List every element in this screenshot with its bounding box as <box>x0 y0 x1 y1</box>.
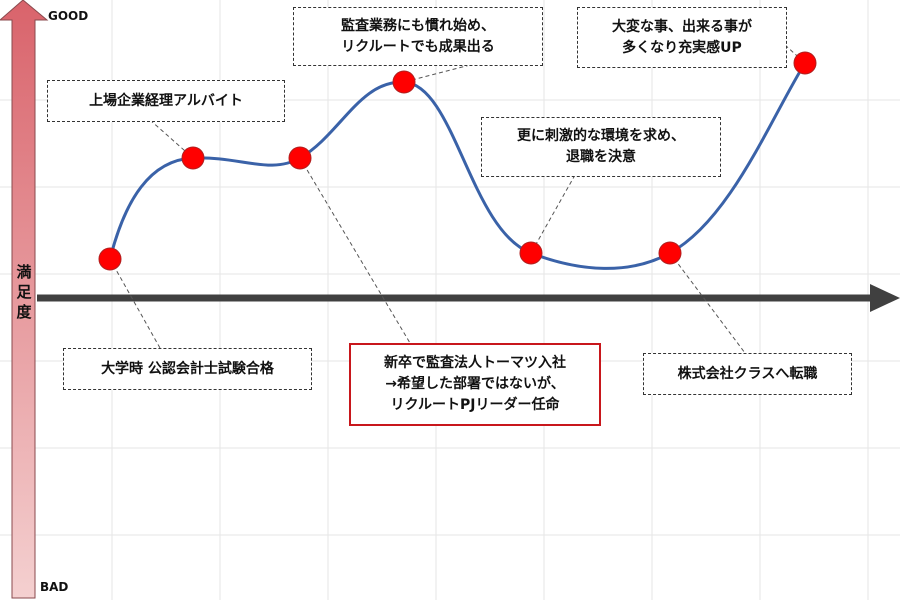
event-text: 多くなり充実感UP <box>622 39 742 56</box>
event-box-resign: 更に刺激的な環境を求め、退職を決意 <box>481 117 721 177</box>
satisfaction-axis-arrow <box>0 0 49 599</box>
good-label: GOOD <box>48 9 89 23</box>
event-point <box>288 146 312 170</box>
event-box-job-change: 株式会社クラスへ転職 <box>643 353 852 395</box>
bad-label: BAD <box>40 580 69 594</box>
satisfaction-label: 満足度 <box>16 263 32 321</box>
event-text: 監査業務にも慣れ始め、 <box>341 17 495 34</box>
event-text: 大変な事、出来る事が <box>612 18 752 35</box>
event-box-parttime: 上場企業経理アルバイト <box>47 80 285 122</box>
event-text: 新卒で監査法人トーマツ入社 <box>384 355 566 371</box>
event-text: リクルートPJリーダー任命 <box>390 397 560 413</box>
event-point <box>519 241 543 265</box>
event-text: 株式会社クラスへ転職 <box>677 365 818 382</box>
event-text: 更に刺激的な環境を求め、 <box>517 128 685 144</box>
event-box-new-grad: 新卒で監査法人トーマツ入社 →希望した部署ではないが、リクルートPJリーダー任命 <box>349 343 601 426</box>
event-text: 上場企業経理アルバイト <box>89 92 243 109</box>
event-point <box>98 247 122 271</box>
event-point <box>392 70 416 94</box>
time-axis-arrowhead <box>870 284 900 312</box>
event-point <box>181 146 205 170</box>
event-box-audit: 監査業務にも慣れ始め、リクルートでも成果出る <box>293 7 543 66</box>
event-text: 大学時 公認会計士試験合格 <box>101 360 274 377</box>
event-point <box>793 51 817 75</box>
event-box-university: 大学時 公認会計士試験合格 <box>63 348 312 390</box>
event-text: 退職を決意 <box>566 149 636 165</box>
event-point <box>658 241 682 265</box>
event-text: リクルートでも成果出る <box>341 38 495 55</box>
event-text: →希望した部署ではないが、 <box>385 376 565 392</box>
event-box-fulfillment: 大変な事、出来る事が多くなり充実感UP <box>577 7 787 68</box>
